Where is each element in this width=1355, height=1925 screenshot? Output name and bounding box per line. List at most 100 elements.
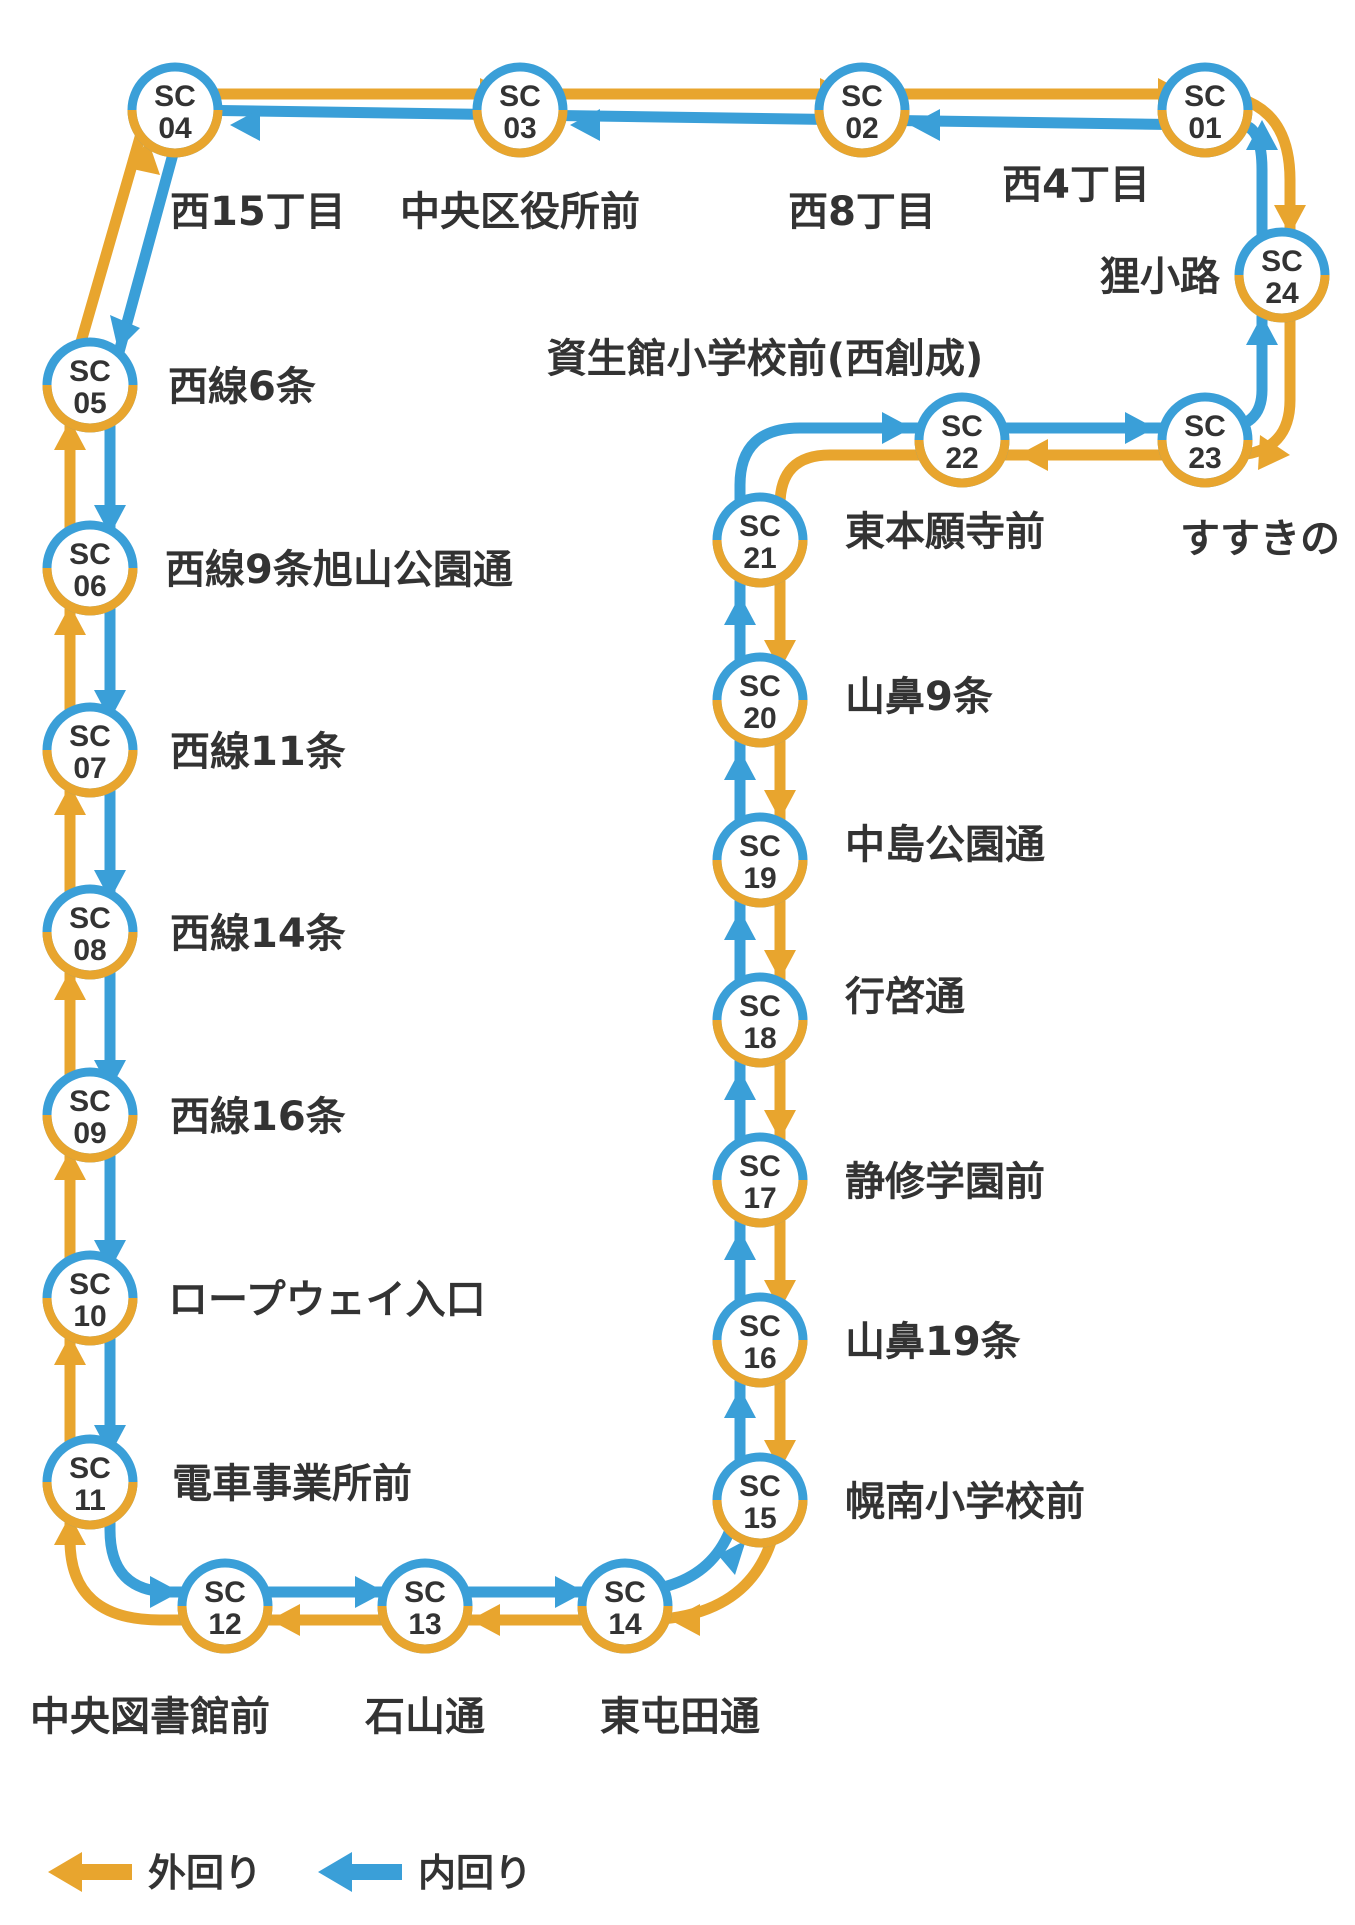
inner-arrow [555, 1576, 585, 1608]
legend: 外回り 内回り [48, 1851, 532, 1895]
station-code-number: 19 [743, 862, 776, 895]
station-marker-outer-ring [914, 439, 1010, 488]
station-code-number: 20 [743, 702, 776, 735]
inner-arrow [882, 412, 912, 444]
outer-loop-legend-arrow [48, 1852, 132, 1892]
outer-loop-legend-label: 外回り [148, 1851, 262, 1895]
inner-arrow [724, 1388, 756, 1418]
inner-arrow [724, 750, 756, 780]
station-code-prefix: SC [739, 990, 781, 1023]
outer-arrow [764, 1110, 796, 1140]
outer-arrow [54, 1515, 86, 1545]
station-code-number: 23 [1188, 442, 1221, 475]
outer-arrow [1258, 435, 1290, 470]
station-name-sc15: 幌南小学校前 [845, 1479, 1085, 1525]
station-marker-outer-ring [177, 1605, 273, 1654]
station-code-prefix: SC [1184, 410, 1226, 443]
inner-loop-legend-arrow [318, 1852, 402, 1892]
station-marker-outer-ring [1157, 109, 1253, 158]
station-code-prefix: SC [1184, 80, 1226, 113]
outer-arrow [764, 1440, 796, 1470]
outer-arrow [1274, 205, 1306, 235]
station-code-prefix: SC [941, 410, 983, 443]
station-code-number: 12 [208, 1608, 241, 1641]
station-name-sc03: 中央区役所前 [400, 189, 640, 235]
station-code-prefix: SC [739, 830, 781, 863]
station-marker-outer-ring [712, 1499, 808, 1548]
station-code-prefix: SC [69, 1085, 111, 1118]
station-code-number: 04 [158, 112, 192, 145]
station-code-prefix: SC [739, 670, 781, 703]
station-marker-outer-ring [377, 1605, 473, 1654]
inner-arrow [110, 315, 140, 350]
station-name-sc21: 東本願寺前 [845, 509, 1045, 555]
station-marker-outer-ring [1234, 274, 1330, 323]
station-code-prefix: SC [739, 510, 781, 543]
station-code-number: 11 [74, 1484, 106, 1517]
station-code-number: 03 [503, 112, 536, 145]
station-code-number: 09 [73, 1117, 106, 1150]
station-code-prefix: SC [204, 1576, 246, 1609]
station-marker-outer-ring [712, 859, 808, 908]
station-name-sc07: 西線11条 [170, 729, 346, 775]
inner-arrow [230, 109, 260, 141]
station-marker-outer-ring [712, 1019, 808, 1068]
station-name-sc01: 西4丁目 [1002, 162, 1150, 208]
station-code-prefix: SC [739, 1310, 781, 1343]
inner-loop-track [104, 104, 1268, 1598]
station-code-number: 17 [743, 1182, 776, 1215]
station-marker-outer-ring [712, 539, 808, 588]
station-name-sc05: 西線6条 [168, 364, 316, 410]
station-code-number: 15 [743, 1502, 776, 1535]
inner-arrow [724, 595, 756, 625]
station-marker-outer-ring [42, 384, 138, 433]
station-marker-outer-ring [1157, 439, 1253, 488]
station-name-sc09: 西線16条 [170, 1094, 346, 1140]
station-code-prefix: SC [69, 355, 111, 388]
station-code-prefix: SC [154, 80, 196, 113]
outer-arrow [54, 605, 86, 635]
station-marker-outer-ring [42, 1297, 138, 1346]
direction-arrows [54, 78, 1306, 1636]
station-names: 西4丁目西8丁目中央区役所前西15丁目西線6条西線9条旭山公園通西線11条西線1… [30, 162, 1340, 1740]
station-marker-outer-ring [577, 1605, 673, 1654]
inner-loop-legend-label: 内回り [418, 1851, 532, 1895]
station-name-sc16: 山鼻19条 [845, 1319, 1021, 1365]
outer-arrow [764, 790, 796, 820]
station-code-number: 10 [73, 1300, 106, 1333]
station-marker-outer-ring [42, 1481, 138, 1530]
inner-arrow [910, 109, 940, 141]
station-name-sc20: 山鼻9条 [845, 674, 993, 720]
inner-arrow [94, 690, 126, 720]
station-marker-outer-ring [712, 1339, 808, 1388]
station-code-prefix: SC [404, 1576, 446, 1609]
stations: SC01SC02SC03SC04SC05SC06SC07SC08SC09SC10… [42, 62, 1330, 1654]
outer-arrow [1018, 439, 1048, 471]
station-code-prefix: SC [604, 1576, 646, 1609]
outer-arrow [270, 1604, 300, 1636]
inner-arrow [94, 505, 126, 535]
outer-arrow [128, 140, 160, 175]
station-code-number: 22 [945, 442, 978, 475]
station-code-number: 14 [608, 1608, 642, 1641]
outer-arrow [54, 1150, 86, 1180]
station-code-prefix: SC [69, 902, 111, 935]
outer-arrow [764, 950, 796, 980]
inner-arrow [724, 910, 756, 940]
station-code-number: 01 [1188, 112, 1221, 145]
station-code-number: 24 [1265, 277, 1299, 310]
station-name-sc18: 行啓通 [845, 974, 965, 1020]
